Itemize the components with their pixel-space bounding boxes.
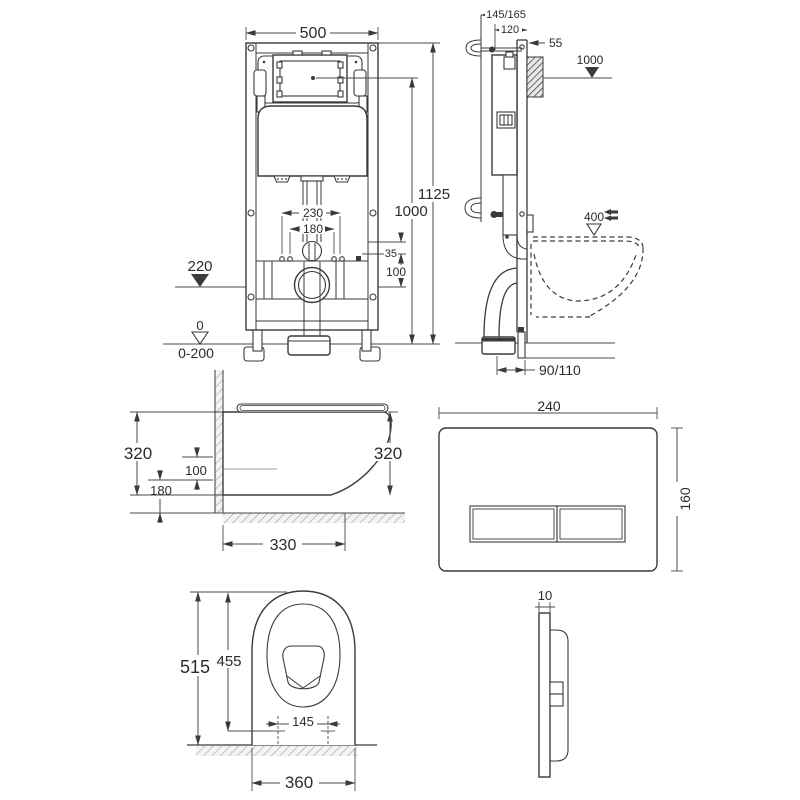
datum-marker-icon [585, 223, 603, 237]
right-clip [353, 69, 367, 97]
dim-plate-width-label: 240 [537, 398, 561, 414]
dim-inlet-gap: 100 [185, 447, 207, 490]
dim-pan-depth-total: 515 [176, 591, 214, 746]
dim-frame-width: 500 [245, 24, 379, 42]
dim-pan-depth-inner: 455 [212, 592, 245, 732]
floor-level-marker: 0 0-200 [178, 318, 214, 361]
dim-pan-height-right: 320 [372, 411, 405, 496]
dim-frame-height-label: 1125 [418, 186, 450, 203]
wall-hatch-top [196, 746, 357, 756]
water-supply-pipe [464, 15, 482, 222]
floor-level-label: 0 [196, 318, 203, 333]
dim-frame-depth-label: 120 [501, 24, 519, 36]
cistern-tank [257, 105, 368, 177]
dim-studs-inner: 180 [289, 221, 335, 254]
dim-plate-thickness: 10 [535, 588, 555, 612]
dim-outlet-depth: 90/110 [496, 356, 581, 378]
flush-plate-side-view: 10 [535, 588, 569, 778]
dim-pan-height-left-label: 320 [124, 444, 152, 463]
dim-outlet-offset-label: 100 [386, 265, 406, 279]
dim-plate-thickness-label: 10 [538, 588, 552, 603]
dim-bolt-spacing: 145 [266, 712, 340, 729]
wall-hatch [215, 370, 223, 513]
flush-plate [438, 427, 658, 572]
pan-mount-plate [526, 214, 534, 233]
outlet-box [287, 335, 331, 356]
dim-pan-depth: 330 [222, 513, 346, 554]
pan-bowl-opening [282, 645, 325, 690]
plate-profile [538, 612, 551, 778]
flush-button-large [469, 505, 558, 543]
level-marker-filled-icon [585, 67, 599, 78]
dim-button-height: 1000 [394, 77, 429, 345]
side-frame-rail [516, 39, 528, 359]
dim-pan-height-right-label: 320 [374, 444, 402, 463]
dim-outlet-height-label: 180 [150, 483, 172, 498]
fixing-bolt-marks [271, 716, 335, 744]
left-clip [253, 69, 267, 97]
outlet-level-marker: 220 [187, 258, 213, 287]
side-flush-pipe [502, 174, 518, 236]
outlet-level-label: 220 [187, 258, 212, 275]
frame-side-view: 145/165 120 55 1000 400 [455, 7, 644, 378]
dim-outlet-height: 180 [150, 470, 172, 523]
side-button-level-marker: 1000 [543, 53, 612, 79]
datum-marker-icon [190, 331, 210, 345]
dim-studs-outer: 230 [281, 205, 341, 254]
pan-side-view: 320 100 180 320 330 [121, 370, 405, 554]
dim-pipe-depth: 145/165 [480, 7, 528, 21]
dim-plate-width: 240 [438, 397, 658, 419]
dim-studs-outer-label: 230 [303, 206, 323, 220]
pan-dashed-outline [530, 236, 644, 318]
dim-frame-depth: 120 [494, 23, 528, 50]
pan-top-view: 515 455 145 360 [176, 590, 377, 792]
dim-pan-depth-label: 330 [270, 537, 297, 554]
floor-range-label: 0-200 [178, 345, 214, 361]
side-button-level-label: 1000 [577, 53, 604, 67]
dim-inlet-gap-label: 100 [185, 463, 207, 478]
fixing-studs [279, 256, 361, 262]
dim-pipe-depth-label: 145/165 [486, 9, 526, 21]
flush-plate-front-view: 240 160 [438, 397, 693, 572]
dim-pan-depth-total-label: 515 [180, 657, 210, 677]
dim-plate-height: 160 [671, 427, 693, 572]
left-leg [252, 329, 263, 352]
dim-outlet-depth-label: 90/110 [539, 362, 581, 378]
dim-bolt-spacing-label: 145 [292, 714, 314, 729]
dim-pan-depth-inner-label: 455 [216, 653, 241, 670]
flush-bend [301, 240, 323, 262]
right-leg [361, 329, 372, 352]
dim-studs-inner-label: 180 [303, 222, 323, 236]
dim-rail-offset-label: 35 [385, 248, 397, 260]
window-screws [276, 61, 344, 98]
flush-button-center [311, 76, 315, 80]
dim-pan-height-left: 320 [121, 411, 154, 496]
dim-pan-width: 360 [251, 748, 356, 792]
tank-clips [273, 175, 351, 183]
drain-elbow [483, 267, 518, 338]
frame-screws [247, 44, 377, 301]
seat-height-label: 400 [584, 210, 604, 224]
dim-plate-height-label: 160 [677, 487, 693, 511]
wall-section-hatch [526, 56, 544, 98]
dim-frame-height: 1125 [378, 42, 452, 345]
seat-height-marker: 400 [584, 209, 618, 237]
flush-mechanism [496, 111, 516, 129]
dim-frame-width-label: 500 [300, 25, 327, 42]
floor-hatch [223, 513, 405, 523]
flush-button-small [556, 505, 626, 543]
level-marker-filled-icon [191, 274, 209, 287]
pan-body-profile [222, 411, 392, 496]
dim-plate-recess: 55 [528, 36, 563, 50]
frame-front-view: 500 1125 1000 230 180 [163, 24, 452, 362]
dim-outlet-offset: 100 [382, 253, 408, 288]
adjust-arrows-icon [604, 209, 618, 221]
dim-plate-recess-label: 55 [549, 36, 563, 50]
dim-pan-width-label: 360 [285, 773, 313, 792]
seat-profile [236, 403, 389, 413]
dim-button-height-label: 1000 [394, 203, 427, 220]
